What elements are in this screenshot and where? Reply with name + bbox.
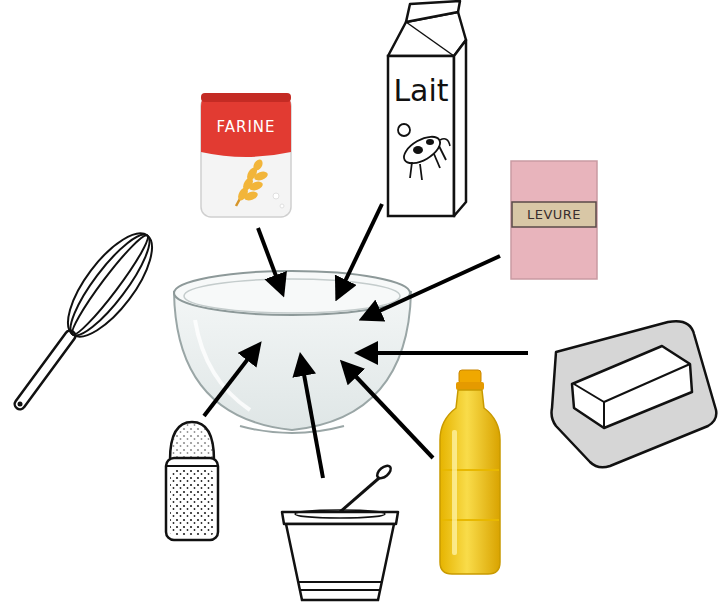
salt-shaker xyxy=(166,422,218,540)
ingredient-label: Lait xyxy=(388,76,454,106)
milk-carton-shape-part xyxy=(439,146,446,160)
salt-shaker-part xyxy=(166,458,218,540)
flour-box-shape xyxy=(198,90,294,220)
flour-box-shape-part xyxy=(253,170,269,182)
milk-carton-shape-part xyxy=(420,164,422,180)
oil-bottle-part xyxy=(441,469,499,471)
butter-block-part xyxy=(574,364,690,402)
yogurt-pot-part xyxy=(375,463,393,480)
milk-carton-shape-part xyxy=(398,124,410,136)
salt-shaker-part xyxy=(170,422,214,460)
salt-shaker-part xyxy=(166,465,218,467)
milk-carton-shape-part xyxy=(440,139,450,146)
whisk xyxy=(18,221,167,406)
salt-shaker-part xyxy=(170,470,214,536)
flour-box-shape-part xyxy=(248,180,264,192)
yeast-packet-shape-part xyxy=(511,161,597,279)
oil-bottle-part xyxy=(440,390,500,574)
yeast-packet: LEVURE xyxy=(508,158,600,282)
whisk-part xyxy=(20,336,70,404)
oil-bottle xyxy=(440,370,500,574)
ingredient-label: FARINE xyxy=(201,120,291,135)
arrows-part xyxy=(360,351,528,355)
milk-carton-shape-part xyxy=(413,146,423,154)
arrows-part xyxy=(364,256,500,318)
milk-carton-shape-part xyxy=(400,131,445,168)
milk-carton-shape xyxy=(366,0,468,220)
whisk-part xyxy=(20,336,70,404)
flour-box-shape-part xyxy=(243,190,259,202)
whisk-part-part xyxy=(54,221,167,349)
arrows-part xyxy=(301,358,323,478)
whisk-part xyxy=(18,402,23,407)
whisk-part-part xyxy=(66,231,153,340)
milk-carton: Lait xyxy=(366,0,468,220)
glass-bowl-part xyxy=(174,271,410,315)
oil-bottle-part xyxy=(456,382,484,390)
yogurt-pot-part xyxy=(286,524,394,600)
butter-block xyxy=(552,321,717,467)
yogurt-pot xyxy=(282,463,398,600)
butter-block-part xyxy=(603,402,605,428)
milk-carton-shape-part xyxy=(410,162,412,178)
arrows xyxy=(204,204,528,478)
arrows-part xyxy=(338,204,382,296)
milk-carton-shape-part xyxy=(454,40,466,216)
milk-carton-shape-part xyxy=(434,154,440,168)
yogurt-pot-part xyxy=(300,589,380,591)
flour-box-shape-part xyxy=(273,193,279,199)
butter-block-part xyxy=(572,346,692,428)
whisk-part-part xyxy=(60,226,160,344)
glass-bowl-part xyxy=(240,426,344,433)
flour-box-shape-part xyxy=(280,204,284,208)
milk-carton-shape-part xyxy=(426,139,434,145)
yeast-packet-shape-part xyxy=(512,202,596,227)
arrows-part xyxy=(204,346,258,416)
milk-carton-shape-part xyxy=(406,1,460,22)
flour-box: FARINE xyxy=(198,90,294,220)
whisk-part xyxy=(54,221,167,349)
arrows-part xyxy=(258,228,282,292)
oil-bottle-part xyxy=(459,370,481,384)
ingredient-label: LEVURE xyxy=(512,208,596,221)
flour-box-shape-part xyxy=(252,158,265,172)
milk-carton-shape-part xyxy=(406,22,454,56)
yogurt-pot-part xyxy=(298,581,382,583)
oil-bottle-part xyxy=(441,519,499,521)
salt-shaker-part xyxy=(170,422,214,460)
flour-box-shape-part xyxy=(201,96,291,157)
flour-box-shape-part xyxy=(201,93,291,102)
yogurt-pot-part xyxy=(295,510,385,518)
butter-block-part xyxy=(552,321,717,467)
flour-box-shape-part xyxy=(201,96,291,217)
oil-bottle-part xyxy=(452,430,457,555)
arrows-part xyxy=(344,364,433,458)
milk-carton-shape-part xyxy=(388,56,454,216)
glass-bowl-part xyxy=(184,279,400,313)
